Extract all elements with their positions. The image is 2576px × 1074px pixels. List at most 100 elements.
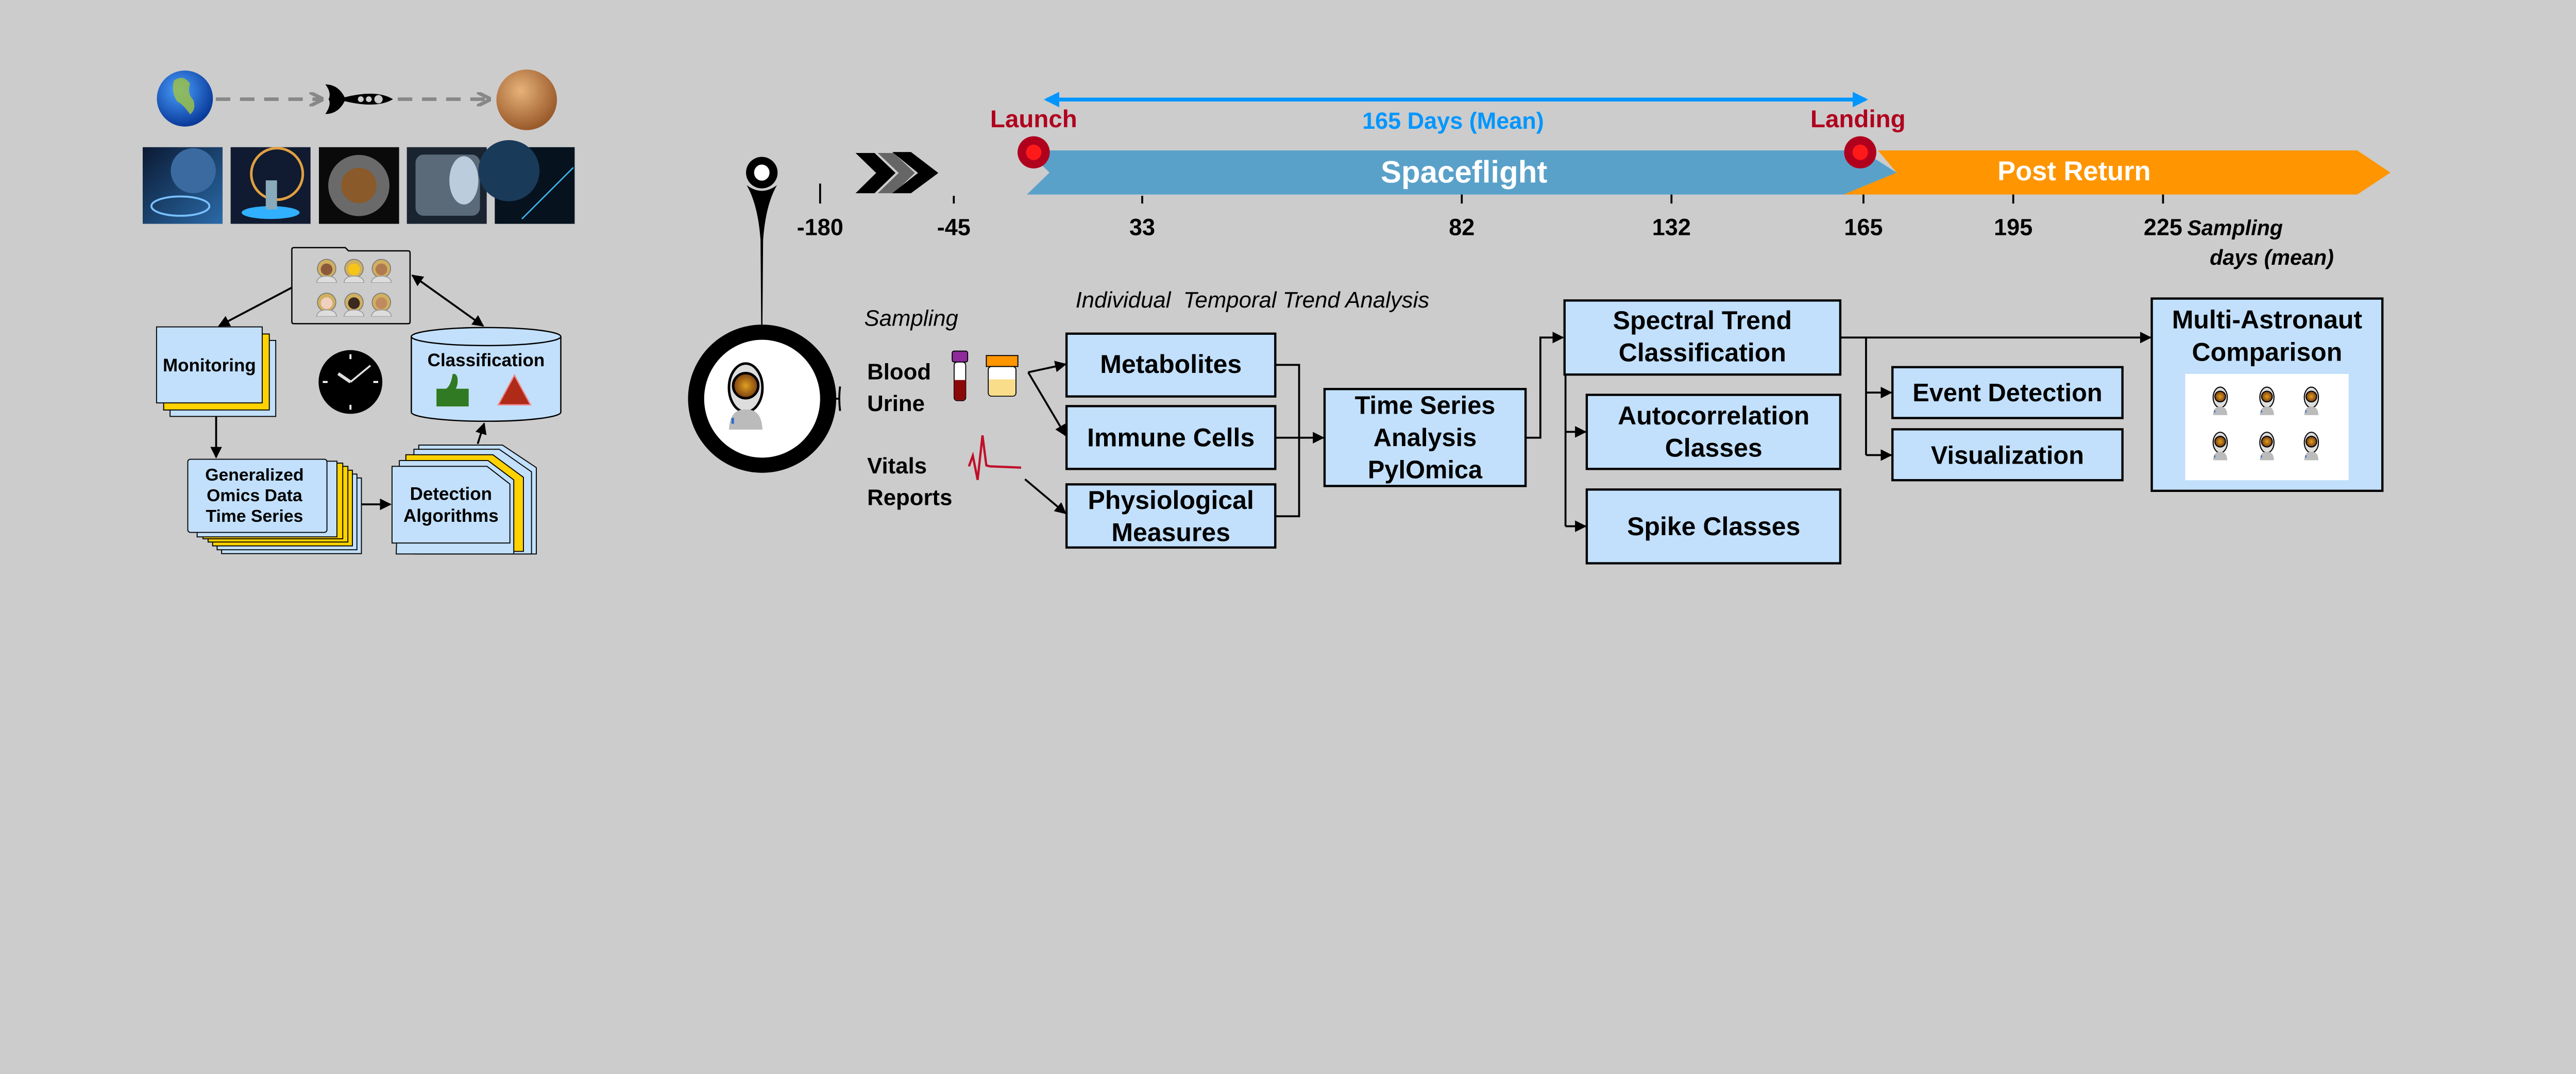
astronaut-icon — [2259, 431, 2275, 461]
visualization-box — [1891, 428, 2124, 482]
astronaut-icon — [2303, 431, 2319, 461]
landing-label: Landing — [1810, 106, 1906, 133]
tick-marks — [819, 183, 2164, 204]
journey-row — [157, 70, 557, 130]
astronaut-icon — [729, 364, 762, 430]
astronaut-emoji-icon — [370, 293, 392, 317]
tick-label: 132 — [1652, 214, 1691, 240]
timeseries-label-line: Analysis — [1374, 424, 1477, 452]
arrow-samples-immune — [1027, 371, 1066, 437]
astronaut-icon — [2303, 386, 2319, 416]
illustration-habitat — [318, 147, 399, 224]
duration-label: 165 Days (Mean) — [1362, 108, 1544, 134]
tick-label: 33 — [1129, 214, 1155, 240]
urine-cup-icon — [986, 355, 1019, 397]
metabolites-label: Metabolites — [1100, 350, 1242, 379]
astronaut-icon — [2259, 386, 2275, 416]
connector-timeseries-spectral — [1526, 331, 1564, 439]
physiological-measures-box — [1065, 483, 1277, 549]
spectral-label-line: Spectral Trend — [1613, 306, 1792, 335]
axis-label-line: Sampling — [2187, 216, 2283, 240]
arrow-vitals-physio — [1024, 478, 1066, 515]
ecg-icon — [968, 435, 1022, 481]
thumbs-up-icon — [436, 373, 469, 407]
illustration-hologram — [230, 147, 311, 224]
tick-label: 165 — [1844, 214, 1883, 240]
astronaut-icon — [2212, 431, 2228, 461]
astronaut-emoji-icon — [343, 293, 365, 317]
monitoring-label: Monitoring — [163, 355, 256, 376]
timeseries-label-line: PylOmica — [1368, 456, 1483, 484]
pre-flight-chevron-icon — [855, 152, 939, 194]
spaceflight-label: Spaceflight — [1381, 155, 1547, 190]
launch-marker-core — [1026, 144, 1042, 160]
spaceflight-phase — [1027, 150, 1897, 195]
classification-label: Classification — [428, 350, 545, 370]
arrow-folder-monitoring — [218, 286, 293, 327]
illustration-satellite — [478, 140, 575, 224]
spike-classes-label: Spike Classes — [1627, 512, 1800, 541]
sampling-title: Sampling — [864, 306, 958, 331]
astronaut-emoji-icon — [343, 259, 365, 283]
tick-label: 225 — [2144, 214, 2182, 240]
astronaut-icon — [2212, 386, 2228, 416]
analysis-title: Individual Temporal Trend Analysis — [1076, 287, 1430, 313]
illustration-window — [406, 147, 487, 224]
autocorr-label-line: Classes — [1665, 434, 1762, 463]
monitoring-stack: Monitoring — [156, 326, 277, 417]
urine-label: Urine — [867, 391, 925, 416]
tick-label: -180 — [797, 214, 843, 240]
timeline: Launch 165 Days (Mean) Landing Spaceflig… — [746, 92, 2391, 326]
astronaut-badge — [688, 325, 841, 473]
tick-label: -45 — [937, 214, 971, 240]
tick-label: 82 — [1449, 214, 1475, 240]
earth-continents — [173, 78, 195, 114]
crew-folder — [291, 247, 411, 325]
timeline-pin-icon — [746, 157, 778, 326]
event-detection-label: Event Detection — [1912, 379, 2102, 407]
astronaut-emoji-icon — [316, 293, 337, 317]
immune-cells-box — [1065, 405, 1277, 470]
autocorrelation-classes-box — [1585, 394, 1842, 470]
landing-marker-core — [1852, 144, 1868, 160]
arrow-folder-classification — [411, 275, 484, 327]
blood-tube-icon — [952, 350, 969, 401]
physio-label-line: Physiological — [1088, 486, 1254, 515]
spike-classes-box — [1585, 488, 1842, 565]
astronaut-emoji-icon — [370, 259, 392, 283]
axis-label-line: days (mean) — [2210, 246, 2334, 269]
astronaut-emoji-icon — [316, 259, 337, 283]
omics-label-line: Generalized — [205, 465, 303, 485]
diagram: Monitoring Classification Generalized Om… — [142, 70, 2391, 565]
multi-label-line: Comparison — [2192, 337, 2343, 366]
detection-label-line: Detection — [410, 484, 492, 504]
rocket-icon — [325, 84, 393, 114]
omics-label-line: Time Series — [206, 506, 303, 526]
spectral-trend-box — [1563, 299, 1842, 376]
detection-stack: Detection Algorithms — [391, 445, 537, 555]
event-detection-box — [1891, 366, 2124, 419]
spectral-label-line: Classification — [1619, 338, 1786, 367]
detection-label-line: Algorithms — [403, 506, 499, 526]
vitals-label: Vitals — [867, 453, 927, 479]
visualization-label: Visualization — [1931, 441, 2084, 469]
post-return-phase — [1843, 150, 2391, 195]
arrow-samples-metabolites — [1028, 361, 1067, 373]
blood-label: Blood — [867, 360, 931, 385]
illustration-strip — [142, 140, 575, 224]
autocorr-label-line: Autocorrelation — [1618, 401, 1809, 430]
arrow-detection-classification — [475, 422, 487, 445]
reports-label: Reports — [867, 485, 952, 510]
omics-label-line: Omics Data — [207, 486, 302, 505]
merge-connector — [1275, 364, 1300, 518]
warning-triangle-icon — [497, 373, 532, 406]
post-return-label: Post Return — [1997, 156, 2151, 186]
timeseries-label-line: Time Series — [1355, 391, 1496, 419]
illustration-spacewalk — [142, 147, 223, 224]
time-series-analysis-box — [1323, 388, 1527, 487]
launch-label: Launch — [990, 106, 1077, 133]
tick-label: 195 — [1994, 214, 2032, 240]
multi-label-line: Multi-Astronaut — [2172, 305, 2363, 334]
immune-cells-label: Immune Cells — [1087, 423, 1255, 452]
omics-stack: Generalized Omics Data Time Series — [187, 458, 362, 554]
